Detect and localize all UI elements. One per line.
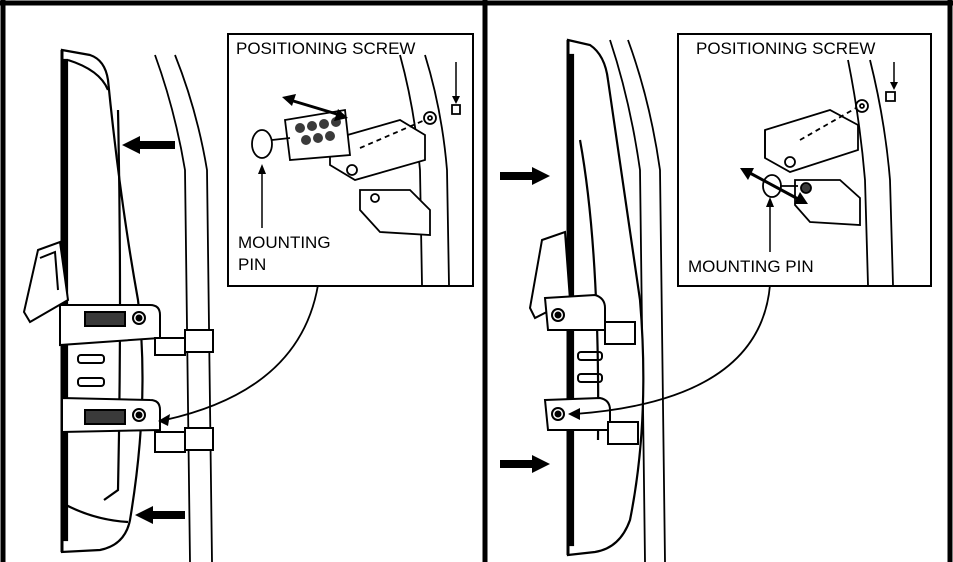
left-inset-drawing — [251, 54, 461, 286]
left-panel: POSITIONING SCREW MOUNTING PIN — [22, 33, 474, 562]
left-monitor-body — [60, 48, 144, 554]
right-arrow-upper — [500, 167, 550, 185]
left-pin-leader-head — [258, 164, 266, 174]
left-wall-rail — [154, 54, 213, 562]
left-mounting-pin-label-2: PIN — [238, 255, 266, 274]
left-arrow-upper — [122, 136, 175, 154]
left-callout-curve — [164, 284, 319, 421]
right-panel: POSITIONING SCREW MOUNTING PIN — [500, 33, 932, 562]
right-pin-leader-head — [766, 197, 774, 207]
left-inset-arrow-a — [282, 94, 296, 106]
right-inset-arrow-b — [794, 192, 808, 204]
right-callout-curve — [574, 284, 771, 415]
right-inset-arrow-a — [740, 168, 754, 180]
right-mounting-pin-label: MOUNTING PIN — [688, 257, 814, 276]
right-wall-rail — [609, 39, 666, 562]
left-bracket-lower — [61, 396, 214, 453]
right-vents — [577, 351, 603, 383]
right-inset-drawing — [747, 59, 896, 286]
left-vents — [77, 354, 105, 387]
right-arrow-lower — [500, 455, 550, 473]
right-screw-leader-head — [890, 82, 898, 90]
left-mounting-pin-label-1: MOUNTING — [238, 233, 331, 252]
left-arrow-lower — [135, 506, 185, 524]
left-positioning-screw-label: POSITIONING SCREW — [236, 39, 415, 58]
left-inset-arrow-b — [334, 109, 348, 121]
left-screw-leader-head — [452, 96, 460, 104]
right-bracket-upper — [543, 293, 636, 345]
left-side-latch — [22, 240, 70, 324]
right-positioning-screw-label: POSITIONING SCREW — [696, 39, 875, 58]
left-bracket-upper — [59, 304, 214, 356]
right-callout-arrowhead — [568, 408, 580, 420]
left-callout-arrowhead — [158, 414, 170, 426]
